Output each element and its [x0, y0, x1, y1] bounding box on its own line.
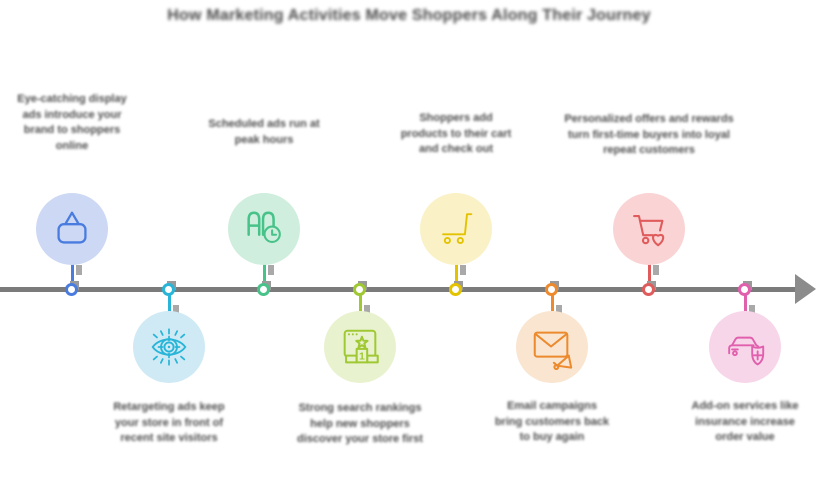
node-label: Scheduled ads run at peak hours — [208, 118, 320, 146]
node-stem — [70, 263, 74, 289]
node-label: Strong search rankings help new shoppers… — [297, 402, 423, 446]
eye-target-icon — [151, 328, 187, 366]
node-marker — [545, 283, 558, 296]
cart-heart-icon — [633, 215, 665, 247]
email-campaign-icon — [533, 331, 573, 370]
page-title: How Marketing Activities Move Shoppers A… — [167, 7, 651, 24]
car-insurance-icon — [728, 336, 765, 366]
node-marker — [642, 283, 655, 296]
node-label: Retargeting ads keep your store in front… — [113, 401, 225, 445]
node-stem — [550, 291, 554, 314]
node-stem — [454, 263, 458, 289]
node-marker — [449, 283, 462, 296]
ranking-podium-icon: 1 — [343, 329, 379, 364]
node-icon-circle: 1 — [324, 311, 396, 383]
ad-schedule-icon — [247, 211, 281, 243]
node-icon-circle — [516, 311, 588, 383]
node-label: Personalized offers and rewards turn fir… — [564, 113, 734, 157]
node-stem-shadow — [460, 265, 466, 275]
node-label: Shoppers add products to their cart and … — [400, 112, 512, 156]
price-tag-icon — [57, 211, 87, 244]
node-marker — [65, 283, 78, 296]
node-icon-circle — [420, 193, 492, 265]
node-stem-shadow — [364, 305, 370, 315]
node-marker — [353, 283, 366, 296]
timeline-line — [0, 287, 798, 292]
node-marker — [738, 283, 751, 296]
node-icon-circle — [613, 193, 685, 265]
node-label: Add-on services like insurance increase … — [691, 400, 799, 444]
node-stem-shadow — [173, 305, 179, 315]
node-icon-circle — [228, 193, 300, 265]
node-icon-circle — [133, 311, 205, 383]
node-stem-shadow — [653, 265, 659, 275]
node-stem — [647, 263, 651, 289]
node-stem — [262, 263, 266, 289]
shopping-cart-icon — [442, 213, 473, 245]
node-stem-shadow — [76, 265, 82, 275]
node-label: Eye-catching display ads introduce your … — [17, 93, 127, 152]
node-stem-shadow — [556, 305, 562, 315]
node-stem — [358, 291, 362, 314]
timeline-arrow-icon — [795, 274, 816, 304]
node-icon-circle — [709, 311, 781, 383]
node-stem — [743, 291, 747, 314]
node-icon-circle — [36, 193, 108, 265]
node-marker — [162, 283, 175, 296]
node-stem-shadow — [268, 265, 274, 275]
svg-text:1: 1 — [359, 350, 365, 362]
node-stem — [167, 291, 171, 314]
node-stem-shadow — [749, 305, 755, 315]
node-marker — [257, 283, 270, 296]
node-label: Email campaigns bring customers back to … — [494, 400, 610, 444]
